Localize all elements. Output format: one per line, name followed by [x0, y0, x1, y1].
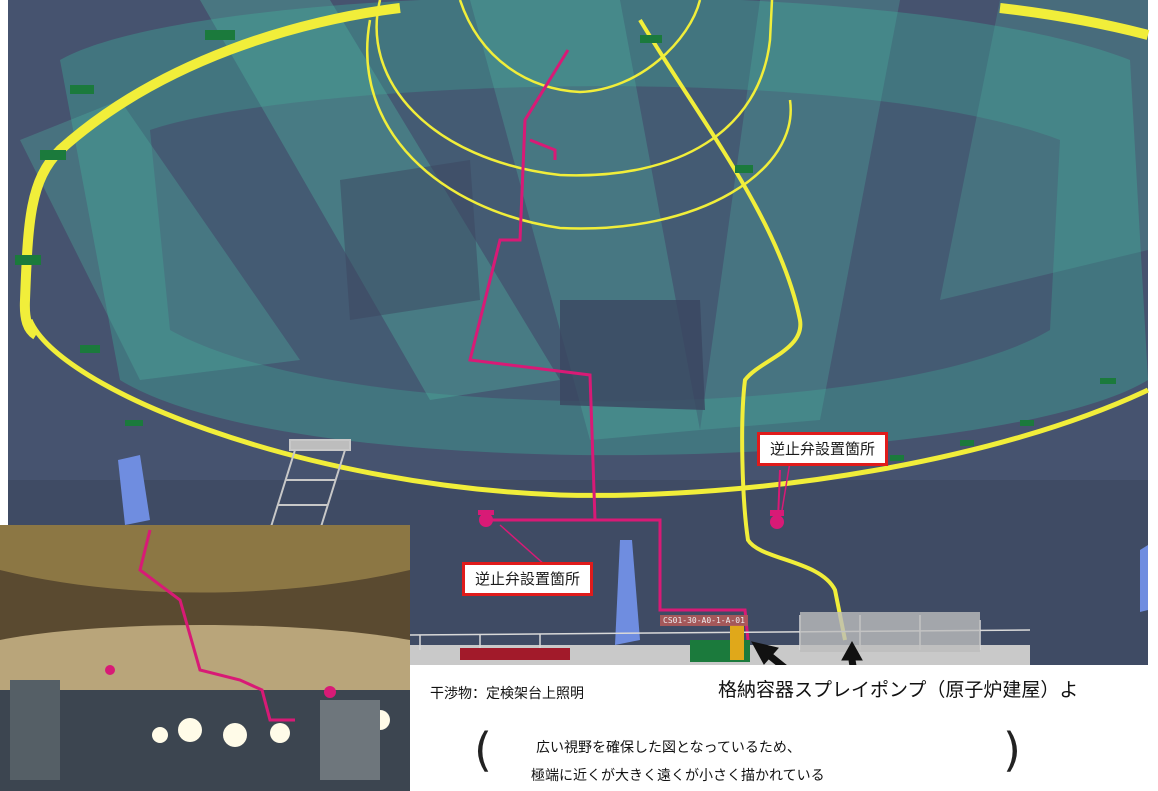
- interference-caption: 干渉物：定検架台上照明: [430, 686, 584, 702]
- yellow-upper-ring-1: [375, 0, 774, 177]
- blue-vessel-center: [615, 540, 640, 645]
- check-valve-callout-upper: 逆止弁設置箇所: [757, 432, 889, 466]
- equipment-tag: CS01-30-A0-1-A-01: [660, 615, 748, 626]
- yellow-drop-pipe: [638, 18, 847, 641]
- note-bracket-right: ): [1003, 723, 1021, 777]
- dark-panel-2: [340, 160, 480, 320]
- white-margin-left: [0, 0, 8, 530]
- note-line-2: 極端に近くが大きく遠くが小さく描かれている: [531, 768, 825, 784]
- note-bracket-left: (: [474, 723, 492, 777]
- yellow-header-pipe-right: [999, 3, 1150, 40]
- teal-beam-5: [20, 100, 300, 380]
- pump-caption: 格納容器スプレイポンプ（原子炉建屋）よ: [718, 679, 1079, 701]
- red-floor-strip: [460, 648, 570, 660]
- teal-beam-4: [940, 0, 1148, 300]
- blue-vessel-left: [118, 455, 150, 525]
- dark-panel-1: [560, 300, 705, 410]
- photo-inset: [0, 525, 410, 791]
- callout-leader-upper: [781, 461, 791, 511]
- check-valve-callout-lower: 逆止弁設置箇所: [462, 562, 594, 596]
- yellow-upper-ring-3: [458, 0, 702, 94]
- inspection-platform: [269, 439, 351, 531]
- yellow-pump-pipe: [730, 625, 744, 660]
- pipe-supports: [15, 30, 1116, 461]
- yellow-ring-pipe: [27, 319, 1150, 498]
- white-margin-right: [1148, 0, 1158, 680]
- teal-beam-3: [700, 0, 900, 430]
- check-valve-lower: [478, 510, 494, 527]
- magenta-branch: [529, 138, 557, 160]
- right-platform: [800, 612, 980, 652]
- blue-vessel-right: [1140, 545, 1148, 612]
- check-valve-upper: [770, 510, 784, 529]
- teal-ring-inner-cutout: [150, 86, 1060, 402]
- caption-area: [410, 665, 1158, 791]
- callout-leader-lower: [499, 524, 546, 566]
- yellow-upper-ring-2: [365, 19, 792, 230]
- note-line-1: 広い視野を確保した図となっているため、: [536, 740, 801, 756]
